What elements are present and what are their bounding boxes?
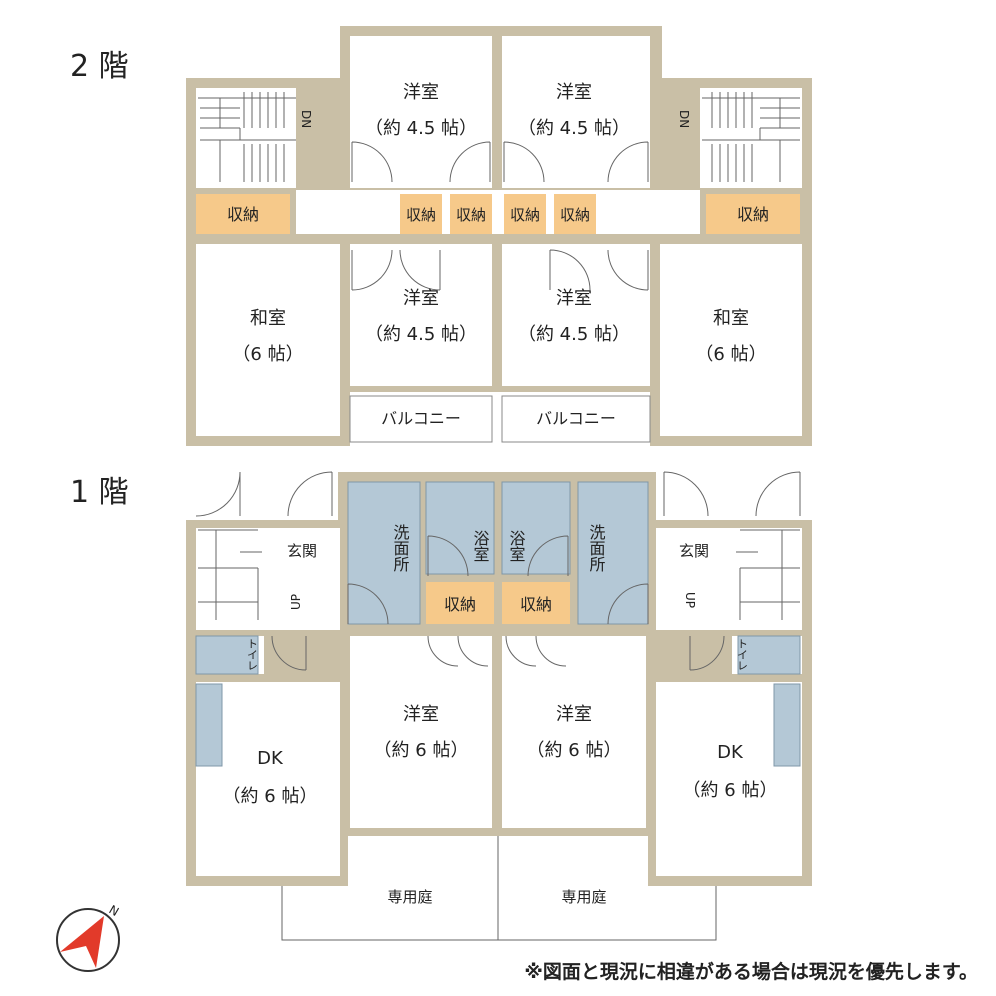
room-japanese-2f-right-size: （6 帖）: [695, 344, 766, 365]
room-western-2f-2-size: （約 4.5 帖）: [518, 118, 630, 139]
balcony-2f-right: バルコニー: [536, 409, 616, 428]
storage-2f-left: 収納: [227, 205, 259, 224]
stairs-dn-right: DN: [677, 110, 691, 128]
room-western-2f-1-size: （約 4.5 帖）: [365, 118, 477, 139]
washroom-right: 洗面所: [587, 524, 606, 572]
room-western-2f-4-name: 洋室: [556, 288, 592, 309]
washroom-left: 洗面所: [391, 524, 410, 572]
room-western-1f-right-size: （約 6 帖）: [527, 740, 622, 761]
storage-1f-left: 収納: [444, 595, 476, 614]
floor-label-2f: 2 階: [70, 49, 129, 84]
stairs-right-2f: [702, 92, 800, 182]
compass: N: [56, 902, 121, 972]
toilet-right: トイレ: [736, 638, 749, 671]
stairs-left-2f: [198, 92, 296, 182]
storage-2f-c: 収納: [510, 206, 540, 224]
stairs-up-right: UP: [683, 592, 697, 608]
storage-2f-d: 収納: [560, 206, 590, 224]
room-japanese-2f-right-name: 和室: [713, 308, 749, 329]
room-dk-right-size: （約 6 帖）: [683, 780, 778, 801]
stairs-dn-left: DN: [299, 110, 313, 128]
room-dk-right-name: DK: [717, 742, 744, 763]
storage-1f-right: 収納: [520, 595, 552, 614]
second-floor: 洋室 （約 4.5 帖） 洋室 （約 4.5 帖） 洋室 （約 4.5 帖） 洋…: [186, 26, 812, 446]
bath-left: 浴室: [471, 530, 490, 562]
room-western-1f-right-name: 洋室: [556, 704, 592, 725]
room-western-2f-4-size: （約 4.5 帖）: [518, 324, 630, 345]
bath-right: 浴室: [507, 530, 526, 562]
toilet-left: トイレ: [246, 638, 259, 671]
room-western-1f-left-size: （約 6 帖）: [374, 740, 469, 761]
room-japanese-2f-left-name: 和室: [250, 308, 286, 329]
first-floor: 洋室 （約 6 帖） 洋室 （約 6 帖） DK （約 6 帖） DK （約 6…: [186, 471, 812, 941]
garden-outline: [281, 836, 717, 941]
entrance-right: 玄関: [679, 542, 709, 560]
entrance-left: 玄関: [287, 542, 317, 560]
room-dk-left-size: （約 6 帖）: [223, 786, 318, 807]
compass-needle-icon: [60, 916, 104, 968]
room-western-2f-2-name: 洋室: [556, 82, 592, 103]
garden-left: 専用庭: [387, 888, 432, 906]
room-dk-left-name: DK: [257, 748, 284, 769]
room-western-1f-left-name: 洋室: [403, 704, 439, 725]
room-japanese-2f-left-size: （6 帖）: [232, 344, 303, 365]
stairs-up-left: UP: [289, 594, 303, 610]
room-western-2f-1-name: 洋室: [403, 82, 439, 103]
disclaimer-note: ※図面と現況に相違がある場合は現況を優先します。: [524, 960, 978, 983]
room-western-2f-3-name: 洋室: [403, 288, 439, 309]
storage-2f-b: 収納: [456, 206, 486, 224]
room-western-2f-3-size: （約 4.5 帖）: [365, 324, 477, 345]
garden-right: 専用庭: [561, 888, 606, 906]
storage-2f-a: 収納: [406, 206, 436, 224]
floor-label-1f: 1 階: [70, 475, 129, 510]
storage-2f-right: 収納: [737, 205, 769, 224]
balcony-2f-left: バルコニー: [381, 409, 461, 428]
